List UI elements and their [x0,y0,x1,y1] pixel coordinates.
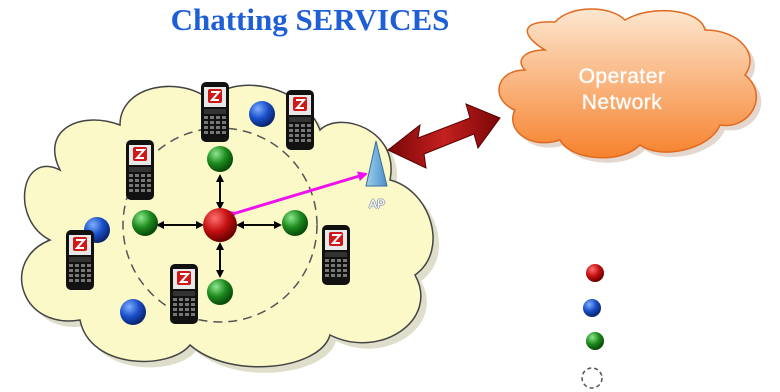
phone-device-icon [321,224,351,286]
page-title: Chatting SERVICES [170,2,450,37]
operator-link-arrow [387,103,501,169]
legend-blue-node-icon [583,299,601,317]
green-node-dot [132,210,158,236]
legend [581,264,604,389]
phone-device-icon [200,81,230,143]
green-node-dot [207,279,233,305]
operator-label-line1: Operater [578,65,666,88]
green-node-dot [207,146,233,172]
red-node-dot [203,208,237,242]
operator-network-label: Operater Network [552,64,692,116]
blue-node-dot [120,299,146,325]
operator-label-line2: Network [581,91,663,114]
phone-device-icon [65,229,95,291]
peer-link-arrows [156,174,282,278]
blue-node-dot [249,101,275,127]
legend-red-node-icon [586,264,604,282]
ap-link-arrow [226,171,368,221]
legend-range-circle-icon [581,367,603,389]
green-node-dot [282,210,308,236]
phone-device-icon [285,89,315,151]
access-point-label: AP [368,197,385,211]
node-dots [84,101,308,325]
operator-network-cloud [498,8,762,163]
phone-device-icon [169,263,199,325]
antenna-icon [365,140,388,187]
phone-device-icon [125,139,155,201]
legend-green-node-icon [586,332,604,350]
